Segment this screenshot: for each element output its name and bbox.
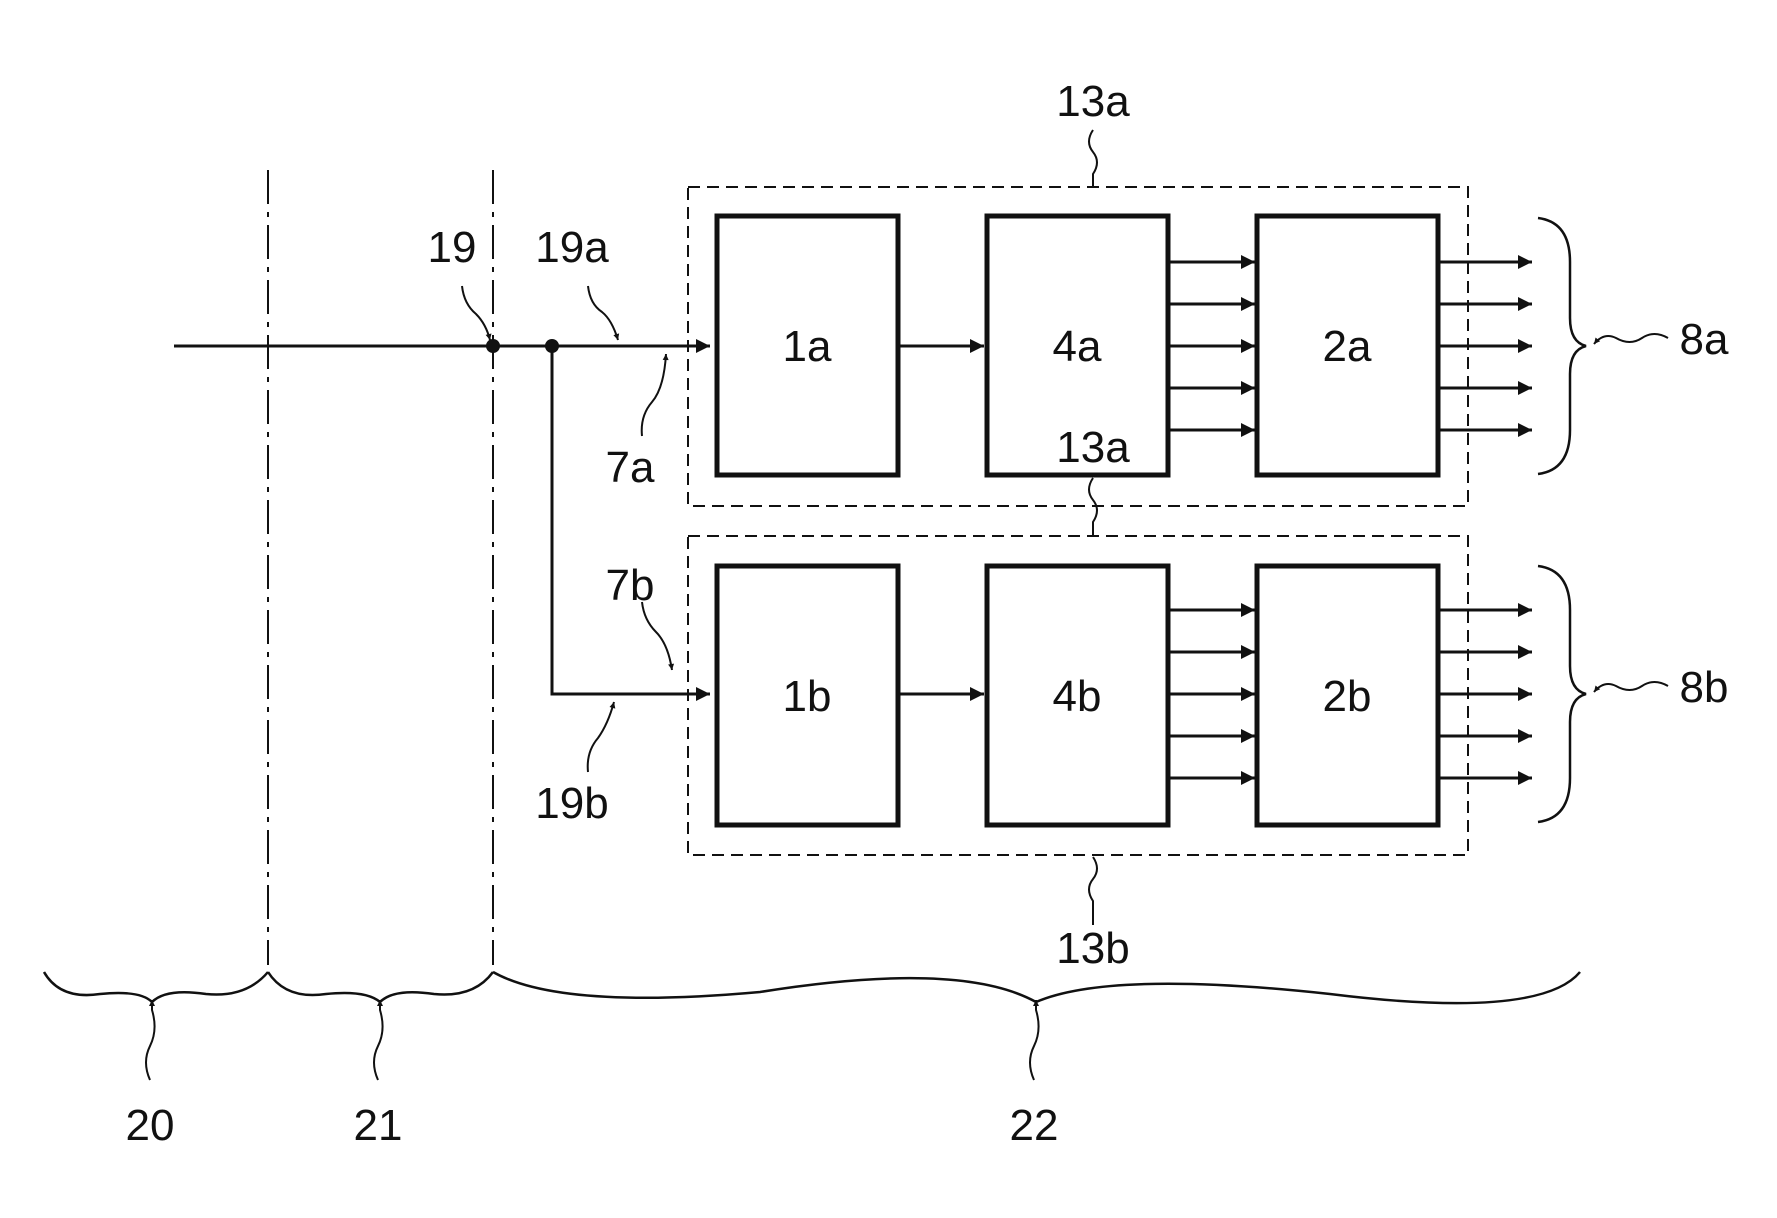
block-4b-label: 4b <box>1053 672 1102 721</box>
branch-line-b <box>552 346 710 694</box>
block-2b: 2b <box>1257 566 1438 825</box>
block-2b-label: 2b <box>1323 672 1372 721</box>
label-21: 21 <box>354 1101 403 1150</box>
block-4a-label: 4a <box>1053 322 1102 371</box>
leader-22 <box>1030 1000 1039 1080</box>
leader-19b <box>588 702 614 772</box>
leader-7a <box>642 354 666 436</box>
leader-19 <box>462 286 490 340</box>
bus-4b-2b <box>1170 610 1255 778</box>
label-19: 19 <box>428 223 477 272</box>
label-13b: 13b <box>1056 924 1129 973</box>
label-7b: 7b <box>606 561 655 610</box>
label-13a-top: 13a <box>1056 77 1130 126</box>
zone-brace-20 <box>44 972 268 1002</box>
leader-8a <box>1594 334 1668 344</box>
label-8a: 8a <box>1680 315 1729 364</box>
leader-21 <box>374 1000 383 1080</box>
label-20: 20 <box>126 1101 175 1150</box>
label-19b: 19b <box>535 779 608 828</box>
block-4b: 4b <box>987 566 1168 825</box>
leader-13b <box>1089 857 1097 925</box>
output-brace-8b <box>1538 566 1586 822</box>
leader-13a-top <box>1089 130 1097 187</box>
label-8b: 8b <box>1680 663 1729 712</box>
label-7a: 7a <box>606 443 655 492</box>
leader-8b <box>1594 682 1668 692</box>
block-1a: 1a <box>717 216 898 475</box>
zone-brace-21 <box>268 972 493 1002</box>
leader-19a <box>588 286 618 340</box>
block-2a: 2a <box>1257 216 1438 475</box>
block-2a-label: 2a <box>1323 322 1372 371</box>
block-1b-label: 1b <box>783 672 832 721</box>
leader-7b <box>642 602 672 670</box>
leader-20 <box>146 1000 155 1080</box>
outputs-2a <box>1440 262 1532 430</box>
junction-dot-branch <box>545 339 559 353</box>
bus-4a-2a <box>1170 262 1255 430</box>
zone-brace-22 <box>493 972 1580 1003</box>
block-1b: 1b <box>717 566 898 825</box>
block-1a-label: 1a <box>783 322 832 371</box>
output-brace-8a <box>1538 218 1586 474</box>
outputs-2b <box>1440 610 1532 778</box>
junction-dot-19 <box>486 339 500 353</box>
label-22: 22 <box>1010 1101 1059 1150</box>
label-19a: 19a <box>535 223 609 272</box>
label-13a-mid: 13a <box>1056 423 1130 472</box>
